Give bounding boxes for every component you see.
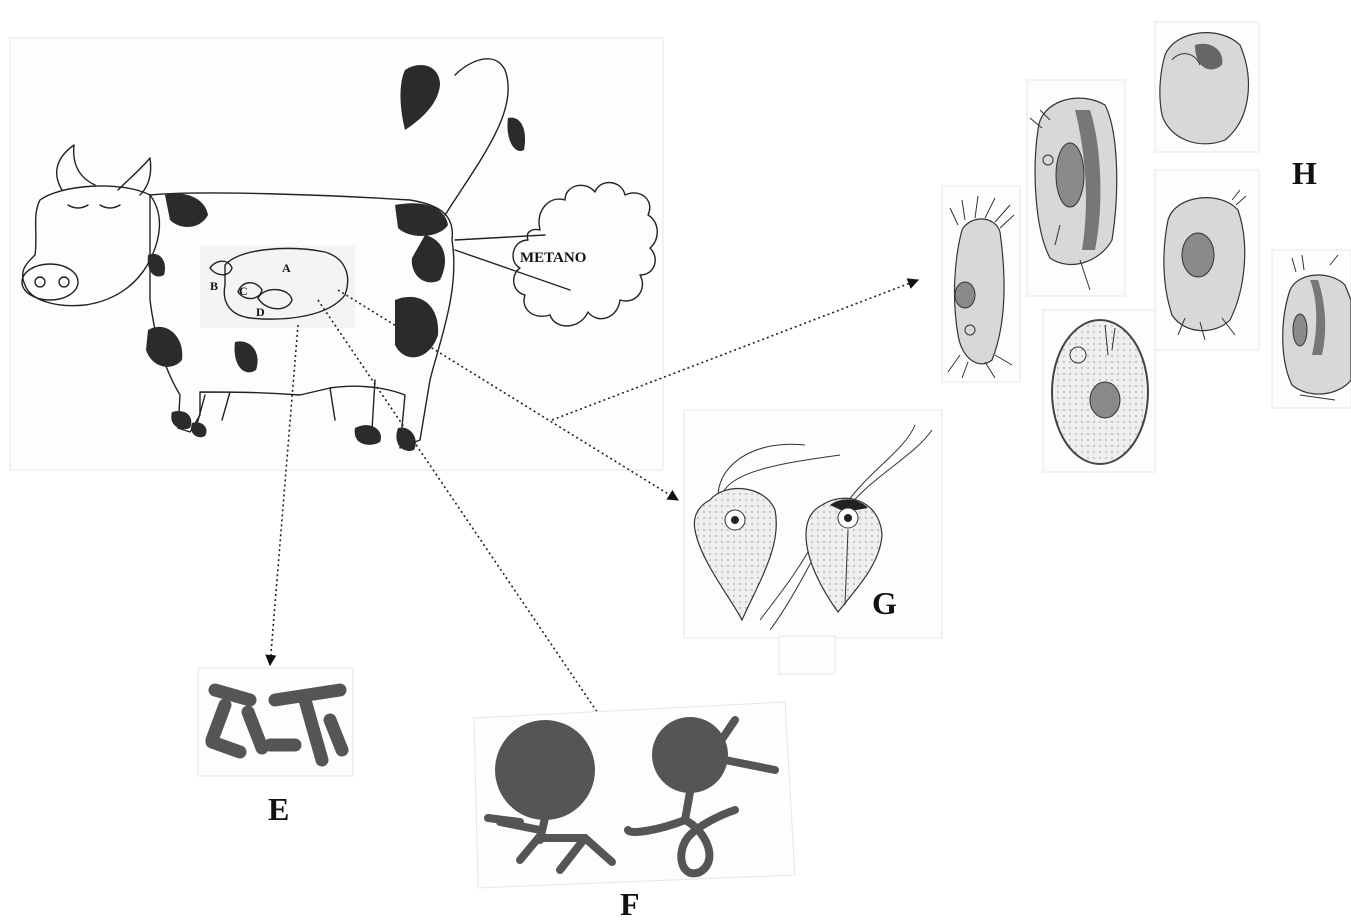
panel-e: E	[198, 668, 353, 827]
panel-h-label: H	[1292, 155, 1317, 191]
cow-illustration: A B C D METANO	[10, 38, 663, 470]
panel-f: F	[474, 702, 795, 920]
panel-f-label: F	[620, 886, 640, 920]
panel-e-label: E	[268, 791, 289, 827]
panel-g-label: G	[872, 585, 897, 621]
panel-g: G	[684, 410, 942, 674]
ciliate-isotricha	[1052, 320, 1148, 464]
ciliate-macronucleus	[1056, 143, 1084, 207]
fungus-sporangium	[652, 717, 728, 793]
ciliate-macronucleus	[1182, 233, 1214, 277]
ciliate-macronucleus	[1090, 382, 1120, 418]
panel-h: H	[942, 22, 1351, 472]
stomach-label-d: D	[256, 305, 265, 319]
cow-stomach: A B C D	[200, 246, 355, 328]
stomach-label-c: C	[239, 284, 248, 298]
flagellate-nucleolus	[844, 514, 852, 522]
ciliate-macronucleus	[955, 282, 975, 308]
ciliate-entodinium	[1160, 33, 1249, 144]
stomach-label-b: B	[210, 279, 218, 293]
panel-g-frame-tab	[779, 636, 835, 674]
methane-label: METANO	[520, 250, 586, 266]
flagellate-nucleolus	[731, 516, 739, 524]
ciliate-macronucleus	[1293, 314, 1307, 346]
fungus-sporangium	[495, 720, 595, 820]
stomach-label-a: A	[282, 261, 291, 275]
